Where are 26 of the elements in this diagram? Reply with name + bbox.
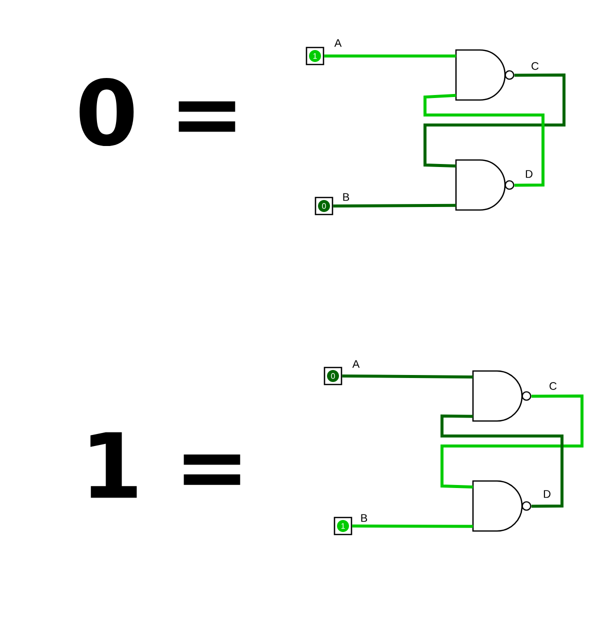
input-pin: 1: [306, 46, 324, 66]
pin-label: A: [352, 360, 360, 368]
input-pin: 0: [314, 196, 334, 216]
nand-gate: [472, 370, 532, 422]
wire: [424, 94, 544, 187]
wire: [324, 54, 456, 58]
big-label: 0 =: [80, 78, 236, 146]
pin-label: D: [544, 490, 550, 498]
wire: [440, 414, 564, 508]
input-pin: 0: [324, 366, 342, 386]
big-label: 1 =: [90, 432, 240, 498]
nand-gate: [472, 480, 532, 532]
pin-label: B: [361, 514, 368, 522]
pin-label: B: [343, 193, 350, 201]
nand-gate: [455, 159, 514, 211]
wire: [333, 204, 456, 208]
wire: [424, 74, 566, 168]
pin-label: D: [526, 170, 532, 178]
pin-label: C: [550, 382, 557, 390]
wire: [352, 524, 473, 528]
pin-label: C: [532, 62, 539, 70]
nand-gate: [455, 49, 514, 101]
wire: [342, 374, 473, 378]
input-pin: 1: [334, 516, 352, 536]
pin-label: A: [334, 39, 342, 47]
wire: [440, 394, 584, 488]
